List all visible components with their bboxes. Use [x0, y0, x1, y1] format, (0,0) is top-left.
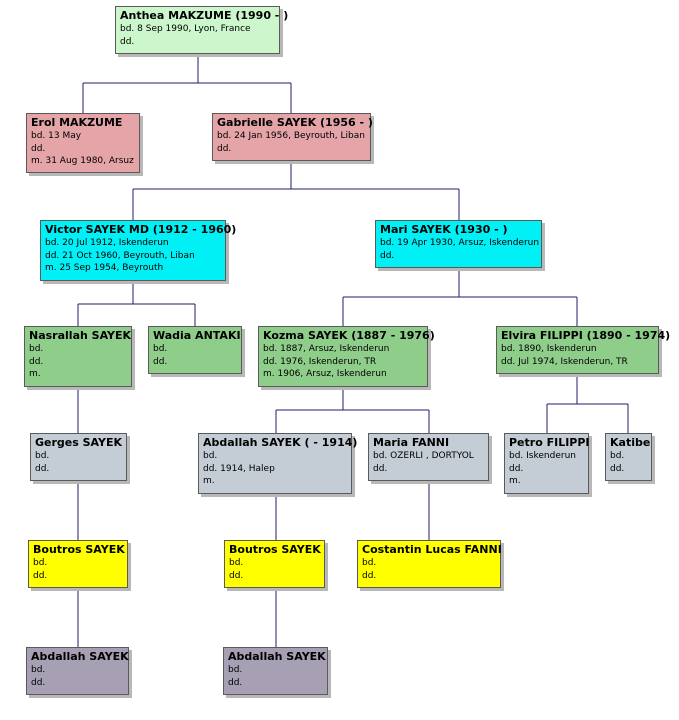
person-name: Wadia ANTAKI: [153, 329, 241, 342]
person-detail: bd.: [33, 558, 48, 568]
person-detail: dd. 21 Oct 1960, Beyrouth, Liban: [45, 250, 195, 261]
person-detail: m.: [203, 476, 215, 486]
person-name: Gerges SAYEK: [35, 436, 123, 449]
person-detail: dd.: [120, 36, 135, 47]
person-name: Abdallah SAYEK: [31, 650, 129, 663]
person-detail: bd.: [29, 344, 44, 354]
person-detail: dd. 1914, Halep: [203, 463, 275, 474]
person-maria-fanni[interactable]: Maria FANNI bd. OZERLI , DORTYOL dd.: [368, 433, 489, 481]
person-costantin-lucas-fanni[interactable]: Costantin Lucas FANNI bd. dd.: [357, 540, 502, 588]
person-abdallah-sayek-1914[interactable]: Abdallah SAYEK ( - 1914) bd. dd. 1914, H…: [198, 433, 358, 494]
person-name: Katibe: [610, 436, 651, 449]
person-detail: bd. 19 Apr 1930, Arsuz, Iskenderun: [380, 238, 540, 248]
person-abdallah-sayek[interactable]: Abdallah SAYEK bd. dd.: [26, 647, 129, 695]
person-detail: dd.: [29, 356, 44, 367]
person-detail: dd. Jul 1974, Iskenderun, TR: [501, 356, 628, 367]
person-detail: dd.: [229, 570, 244, 581]
person-name: Petro FILIPPI: [509, 436, 590, 449]
person-detail: dd.: [33, 570, 48, 581]
person-name: Boutros SAYEK: [33, 543, 125, 556]
person-kozma-sayek[interactable]: Kozma SAYEK (1887 - 1976) bd. 1887, Arsu…: [258, 326, 435, 387]
person-detail: dd.: [373, 463, 388, 474]
person-detail: dd.: [31, 143, 46, 154]
person-gerges-sayek[interactable]: Gerges SAYEK bd. dd.: [30, 433, 127, 481]
person-detail: bd.: [31, 665, 46, 675]
person-detail: m. 31 Aug 1980, Arsuz: [31, 156, 134, 166]
person-detail: bd. 24 Jan 1956, Beyrouth, Liban: [217, 131, 365, 141]
person-petro-filippi[interactable]: Petro FILIPPI bd. Iskenderun dd. m.: [504, 433, 590, 494]
person-victor-sayek[interactable]: Victor SAYEK MD (1912 - 1960) bd. 20 Jul…: [40, 220, 237, 281]
person-detail: bd.: [228, 665, 243, 675]
person-name: Erol MAKZUME: [31, 116, 123, 129]
person-abdallah-sayek[interactable]: Abdallah SAYEK bd. dd.: [223, 647, 328, 695]
person-detail: dd.: [228, 677, 243, 688]
person-detail: bd.: [610, 451, 625, 461]
person-name: Mari SAYEK (1930 - ): [380, 223, 508, 236]
person-name: Anthea MAKZUME (1990 - ): [120, 9, 289, 22]
person-name: Boutros SAYEK: [229, 543, 321, 556]
person-gabrielle-sayek[interactable]: Gabrielle SAYEK (1956 - ) bd. 24 Jan 195…: [212, 113, 373, 161]
person-detail: dd.: [362, 570, 377, 581]
person-name: Maria FANNI: [373, 436, 450, 449]
person-detail: bd.: [362, 558, 377, 568]
person-detail: bd.: [203, 451, 218, 461]
person-name: Kozma SAYEK (1887 - 1976): [263, 329, 435, 342]
person-detail: bd. 13 May: [31, 131, 82, 141]
person-name: Costantin Lucas FANNI: [362, 543, 502, 556]
person-name: Elvira FILIPPI (1890 - 1974): [501, 329, 671, 342]
person-detail: dd.: [153, 356, 168, 367]
person-detail: m. 1906, Arsuz, Iskenderun: [263, 369, 387, 379]
person-detail: dd.: [509, 463, 524, 474]
person-boutros-sayek[interactable]: Boutros SAYEK bd. dd.: [224, 540, 325, 588]
person-detail: bd. 20 Jul 1912, Iskenderun: [45, 238, 169, 248]
person-detail: dd.: [217, 143, 232, 154]
person-detail: bd. Iskenderun: [509, 451, 576, 461]
person-anthea-makzume[interactable]: Anthea MAKZUME (1990 - ) bd. 8 Sep 1990,…: [115, 6, 289, 54]
person-detail: bd.: [229, 558, 244, 568]
person-detail: bd.: [153, 344, 168, 354]
person-detail: dd.: [380, 250, 395, 261]
person-boutros-sayek[interactable]: Boutros SAYEK bd. dd.: [28, 540, 128, 588]
person-detail: m.: [29, 369, 41, 379]
person-detail: m.: [509, 476, 521, 486]
person-detail: m. 25 Sep 1954, Beyrouth: [45, 263, 164, 273]
person-name: Gabrielle SAYEK (1956 - ): [217, 116, 373, 129]
person-name: Abdallah SAYEK: [228, 650, 326, 663]
person-detail: bd. 1887, Arsuz, Iskenderun: [263, 344, 390, 354]
person-mari-sayek[interactable]: Mari SAYEK (1930 - ) bd. 19 Apr 1930, Ar…: [375, 220, 542, 268]
person-nasrallah-sayek[interactable]: Nasrallah SAYEK bd. dd. m.: [24, 326, 132, 387]
person-katibe[interactable]: Katibe bd. dd.: [605, 433, 652, 481]
person-detail: bd. 8 Sep 1990, Lyon, France: [120, 24, 251, 34]
person-elvira-filippi[interactable]: Elvira FILIPPI (1890 - 1974) bd. 1890, I…: [496, 326, 671, 374]
person-detail: bd. OZERLI , DORTYOL: [373, 451, 474, 461]
person-wadia-antaki[interactable]: Wadia ANTAKI bd. dd.: [148, 326, 242, 374]
person-detail: dd.: [35, 463, 50, 474]
person-detail: dd.: [31, 677, 46, 688]
person-detail: dd. 1976, Iskenderun, TR: [263, 356, 377, 367]
person-detail: bd.: [35, 451, 50, 461]
person-name: Victor SAYEK MD (1912 - 1960): [45, 223, 237, 236]
person-name: Abdallah SAYEK ( - 1914): [203, 436, 358, 449]
person-name: Nasrallah SAYEK: [29, 329, 132, 342]
person-detail: bd. 1890, Iskenderun: [501, 344, 597, 354]
person-erol-makzume[interactable]: Erol MAKZUME bd. 13 May dd. m. 31 Aug 19…: [26, 113, 140, 173]
person-detail: dd.: [610, 463, 625, 474]
